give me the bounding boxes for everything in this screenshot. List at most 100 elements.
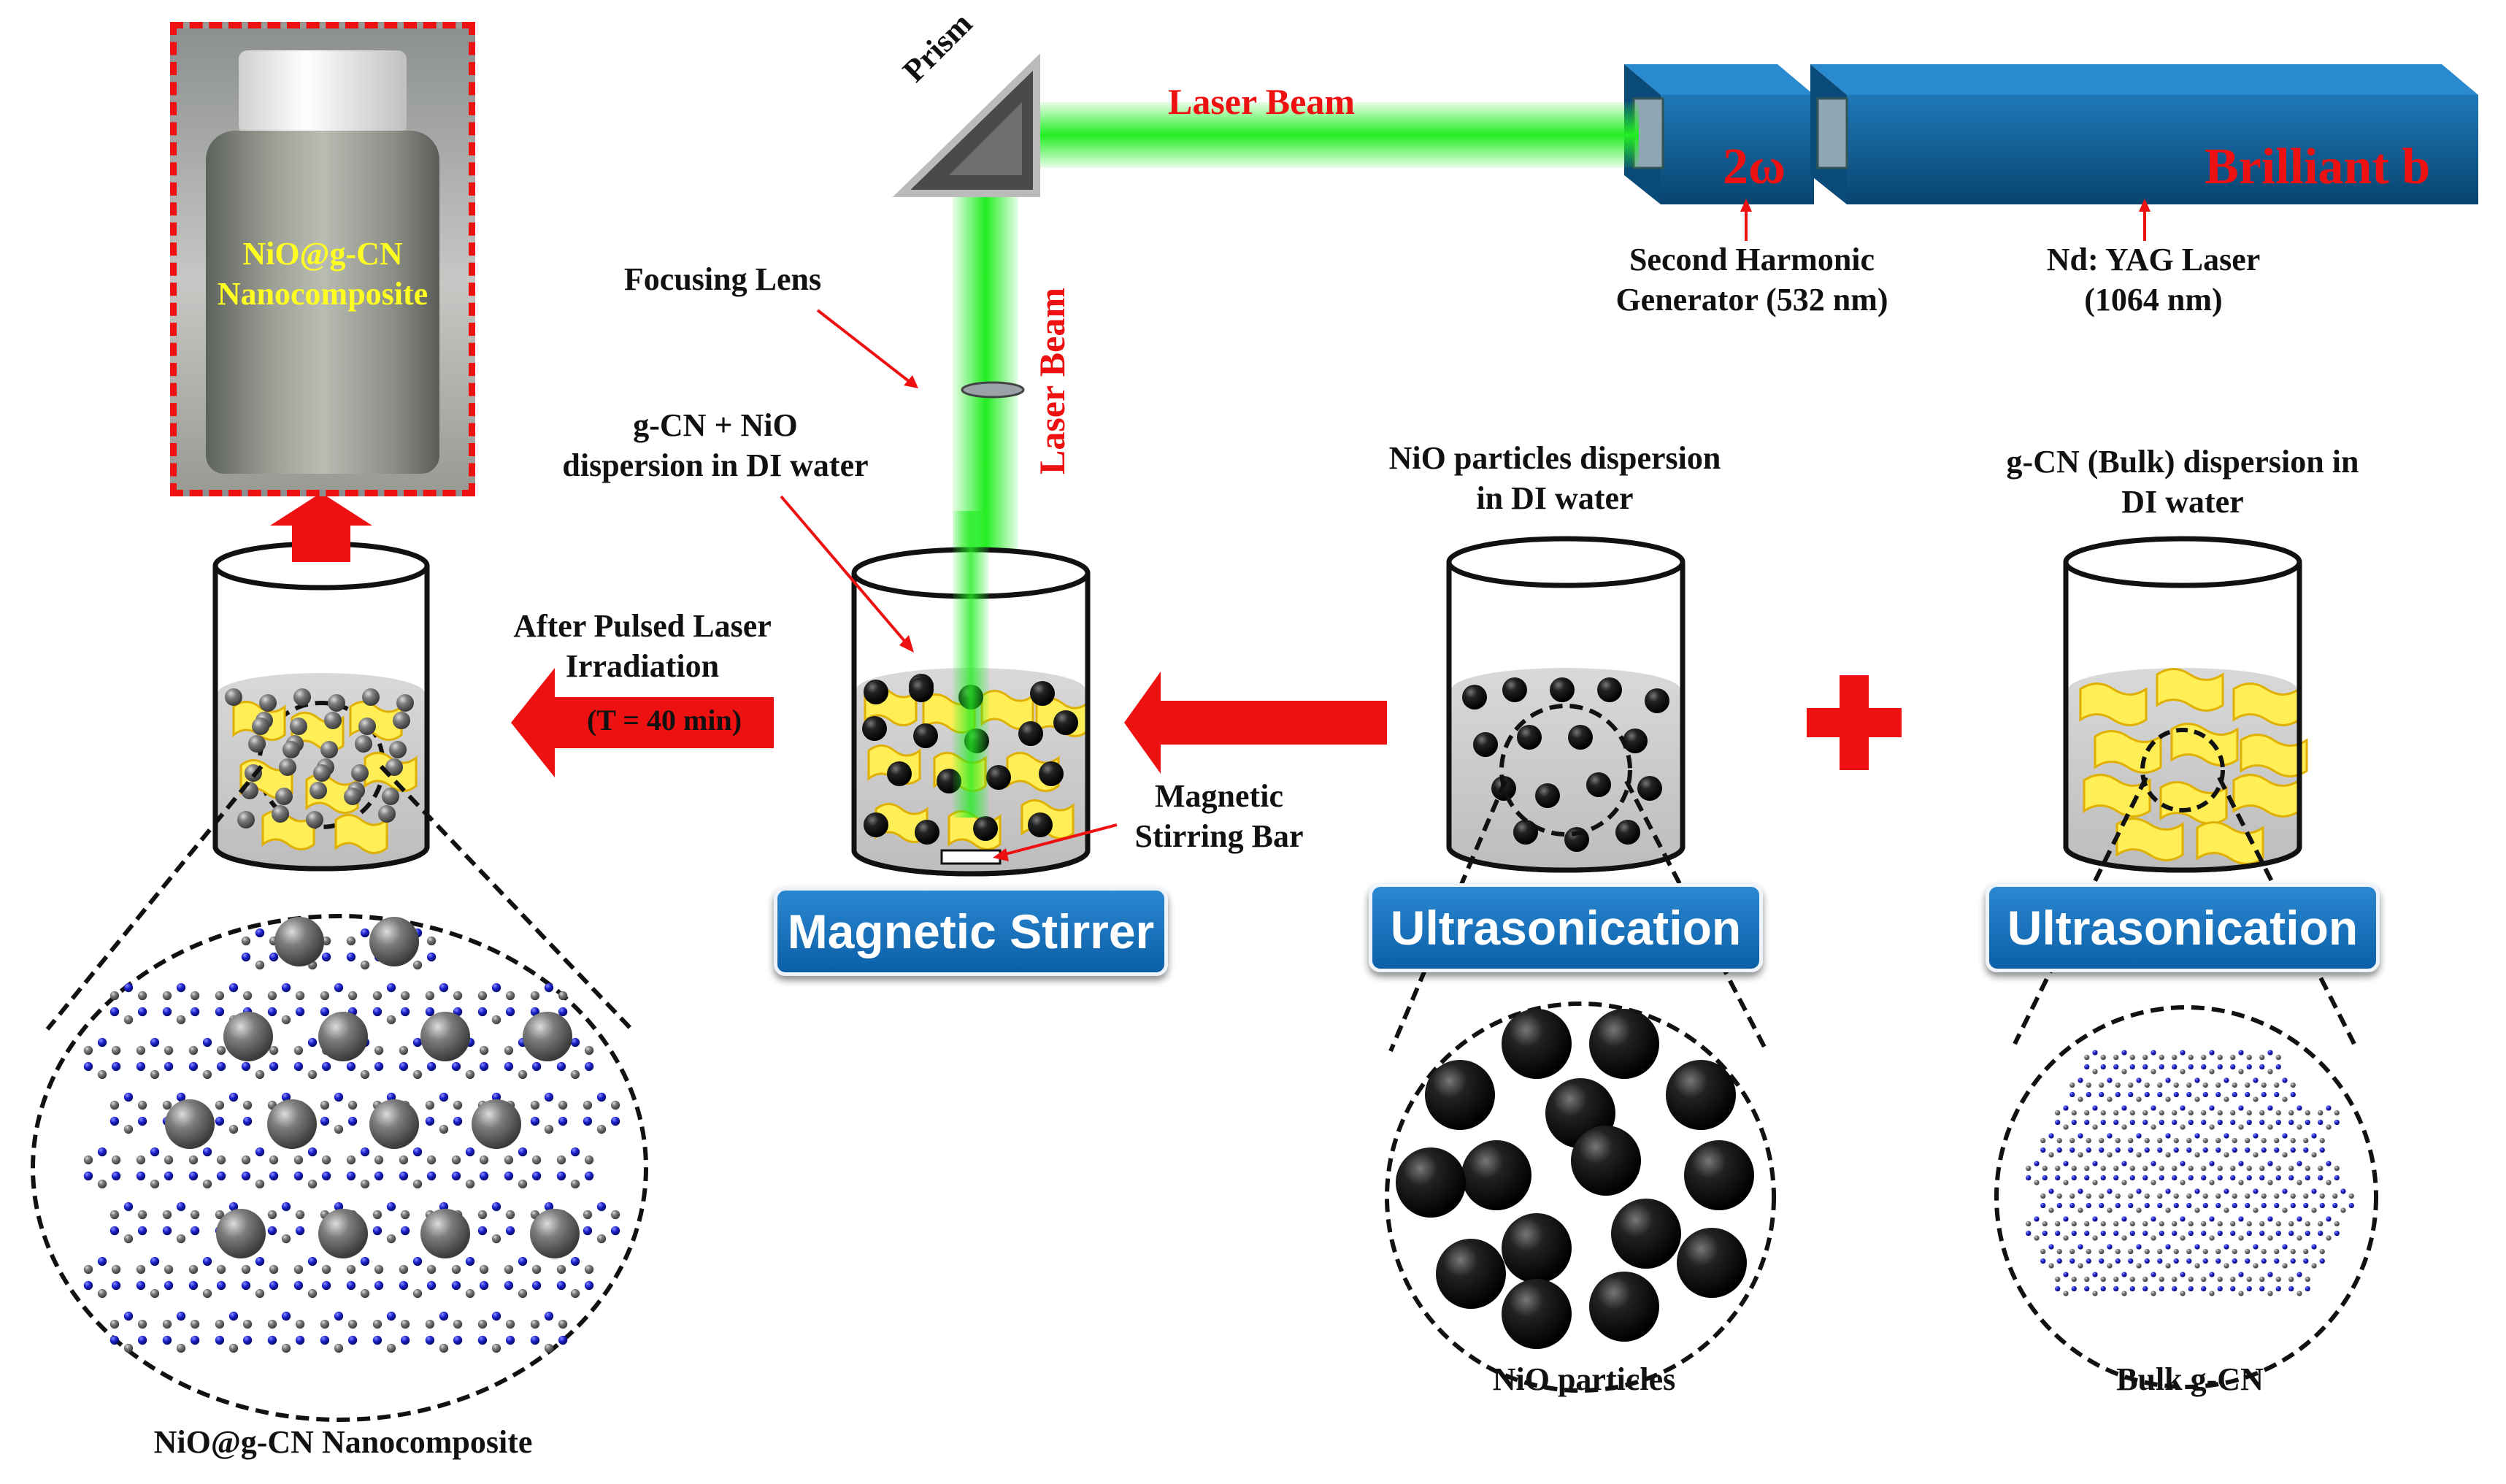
lattice-atom [2245, 1258, 2251, 1264]
lattice-atom [2224, 1096, 2229, 1102]
lattice-atom [2034, 1235, 2040, 1241]
lattice-atom [83, 1264, 93, 1275]
lattice-atom [162, 1100, 172, 1110]
lattice-atom [2165, 1207, 2171, 1213]
lattice-atom [439, 1311, 449, 1321]
lattice-atom [2086, 1258, 2091, 1264]
lattice-atom [2056, 1258, 2062, 1264]
nio-sphere [274, 917, 324, 966]
lattice-atom [2290, 1082, 2296, 1088]
lattice-atom [2275, 1110, 2281, 1116]
nio-particle [986, 765, 1011, 790]
lattice-atom [2209, 1291, 2215, 1296]
lattice-atom [2180, 1050, 2186, 1056]
lattice-atom [2040, 1137, 2046, 1144]
lattice-atom [2259, 1064, 2265, 1070]
lattice-atom [2071, 1165, 2077, 1172]
lattice-atom [2261, 1147, 2267, 1153]
lattice-atom [2334, 1119, 2340, 1126]
lattice-atom [544, 1124, 554, 1134]
lattice-atom [2159, 1230, 2164, 1237]
lattice-atom [347, 991, 358, 1001]
lattice-atom [2071, 1110, 2077, 1116]
lattice-atom [2246, 1119, 2252, 1126]
lattice-atom [2121, 1105, 2127, 1111]
lattice-atom [2071, 1276, 2077, 1283]
lattice-atom [374, 1045, 384, 1056]
lattice-atom [2267, 1272, 2273, 1277]
lattice-atom [2296, 1161, 2302, 1166]
nio-particle [1030, 681, 1055, 706]
lattice-atom [97, 1037, 107, 1047]
nio-particle [1597, 677, 1622, 702]
lattice-atom [320, 1116, 330, 1126]
lattice-atom [372, 1319, 383, 1329]
lattice-atom [2142, 1174, 2148, 1181]
lattice-atom [504, 1280, 514, 1291]
lattice-atom [2121, 1069, 2127, 1074]
lattice-atom [2151, 1235, 2156, 1241]
lattice-atom [570, 1147, 580, 1157]
lattice-atom [2215, 1202, 2221, 1209]
ultrasonication-button-gcn[interactable]: Ultrasonication [1986, 883, 2380, 972]
lattice-atom [150, 1037, 160, 1047]
lattice-atom [2086, 1082, 2091, 1088]
lattice-atom [2296, 1291, 2302, 1296]
nio-sphere [1677, 1228, 1747, 1298]
lattice-atom [556, 1280, 566, 1291]
lattice-atom [2172, 1220, 2178, 1227]
lattice-atom [2165, 1096, 2171, 1102]
lattice-atom [2180, 1161, 2186, 1166]
ultrasonication-button-nio[interactable]: Ultrasonication [1369, 883, 1763, 972]
lattice-atom [346, 1155, 356, 1165]
lattice-atom [2201, 1165, 2207, 1172]
lattice-atom [2107, 1077, 2113, 1083]
lattice-atom [2078, 1077, 2083, 1083]
nio-particle [313, 764, 331, 782]
lattice-atom [2165, 1263, 2171, 1269]
lattice-atom [425, 1100, 435, 1110]
lattice-atom [2188, 1230, 2194, 1237]
lattice-atom [2121, 1291, 2127, 1296]
lattice-atom [477, 1335, 488, 1345]
lattice-atom [2165, 1077, 2171, 1083]
lattice-atom [2040, 1202, 2046, 1209]
lattice-atom [426, 1171, 437, 1181]
lattice-atom [2115, 1202, 2121, 1209]
lattice-atom [400, 1335, 410, 1345]
lattice-atom [596, 1124, 607, 1134]
lattice-atom [2238, 1235, 2244, 1241]
lattice-atom [150, 1256, 160, 1266]
lattice-atom [425, 1116, 435, 1126]
lattice-atom [2311, 1152, 2317, 1158]
lattice-atom [2319, 1147, 2325, 1153]
lattice-atom [2042, 1174, 2048, 1181]
lattice-atom [2215, 1248, 2221, 1255]
lattice-atom [2159, 1276, 2164, 1283]
lattice-atom [2142, 1220, 2148, 1227]
lattice-atom [2311, 1244, 2317, 1250]
lattice-atom [2238, 1050, 2244, 1056]
magnetic-stirrer-button[interactable]: Magnetic Stirrer [774, 887, 1168, 976]
lattice-atom [2246, 1220, 2252, 1227]
lattice-atom [2230, 1230, 2236, 1237]
lattice-atom [164, 1171, 174, 1181]
lattice-atom [2188, 1119, 2194, 1126]
lattice-atom [2084, 1220, 2090, 1227]
lattice-atom [570, 1288, 580, 1299]
lattice-atom [2274, 1258, 2280, 1264]
lattice-atom [2186, 1082, 2192, 1088]
lattice-atom [2261, 1248, 2267, 1255]
lattice-atom [374, 1061, 384, 1072]
lattice-atom [2319, 1258, 2325, 1264]
lattice-atom [2142, 1285, 2148, 1292]
lattice-atom [2086, 1147, 2091, 1153]
lattice-atom [109, 1007, 120, 1017]
lattice-atom [584, 1061, 594, 1072]
lattice-atom [2188, 1220, 2194, 1227]
lattice-atom [2326, 1105, 2332, 1111]
nio-particle [279, 758, 296, 776]
lattice-atom [2142, 1276, 2148, 1283]
nio-particle [344, 788, 361, 805]
lattice-atom [216, 1264, 226, 1275]
